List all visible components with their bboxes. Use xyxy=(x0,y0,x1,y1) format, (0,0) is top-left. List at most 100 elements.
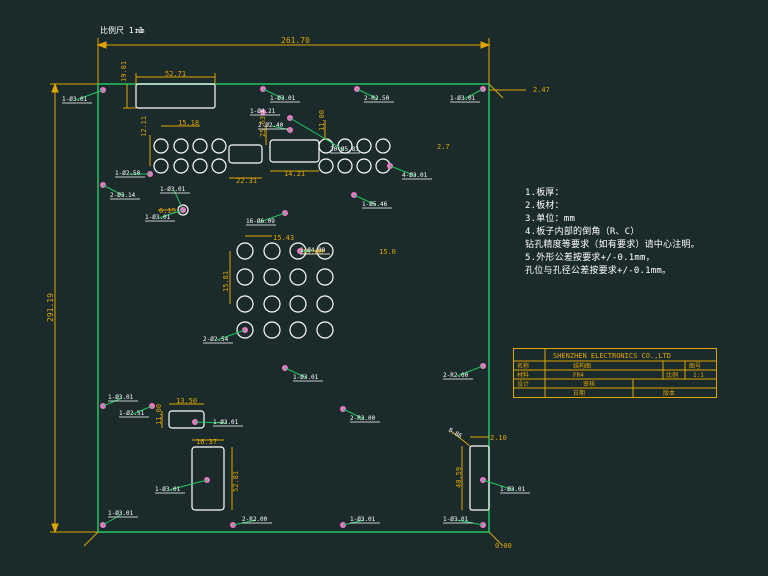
row-pitch-left-label: 15.18 xyxy=(178,119,199,127)
title-block-material-value: FR4 xyxy=(573,372,584,379)
title-block-drawing-no: 图号 xyxy=(689,363,701,370)
callout-leader xyxy=(158,209,184,219)
title-block-design: 设计 xyxy=(517,380,529,388)
oval-slot-left[interactable] xyxy=(228,144,263,164)
corner-label-top-right: 2.47 xyxy=(533,86,550,94)
callout-leader xyxy=(389,165,417,177)
callout-label: 1-Ø3.01 xyxy=(145,214,171,221)
overall-height-label: 291.19 xyxy=(46,293,55,322)
note-line-4: 4.板子内部的倒角（R、C） xyxy=(525,227,640,237)
callout-label: 1-Ø3.01 xyxy=(350,516,376,523)
board-outline[interactable] xyxy=(97,83,490,533)
mid-oval-spacing-label: 25.63 xyxy=(259,116,267,137)
oval-slot-right[interactable] xyxy=(269,139,320,163)
bottom-right-dimensions xyxy=(450,430,489,510)
top-slot-width-label: 52.71 xyxy=(165,70,186,78)
callout-leader xyxy=(342,519,365,526)
callout-leader xyxy=(102,513,123,526)
bottom-large-width-label: 16.37 xyxy=(196,438,217,446)
callout-label: 1-Ø3.01 xyxy=(62,96,88,103)
corner-label-bottom-right: 0.00 xyxy=(495,542,512,550)
overall-height-dimension xyxy=(50,82,98,534)
bottom-right-small-label: 2.10 xyxy=(490,434,507,442)
note-line-1: 1.板厚： xyxy=(525,188,564,198)
top-slot-dimension xyxy=(123,73,216,109)
callout-label: 2-R2.00 xyxy=(443,372,469,379)
bottom-small-slot-label: 13.50 xyxy=(176,397,197,405)
title-block-scale-value: 1:1 xyxy=(693,372,704,379)
scale-label: 比例尺 1:1 xyxy=(100,25,143,35)
title-block-material-label: 材料 xyxy=(517,371,529,379)
callout-leader xyxy=(75,89,104,101)
title-block: SHENZHEN ELECTRONICS CO.,LTD 名称 结构图 图号 材… xyxy=(513,348,717,398)
note-line-3: 3.单位：mm xyxy=(525,214,576,224)
callout-label: 1-Ø3.01 xyxy=(155,486,181,493)
callout-label: 2-R3.00 xyxy=(350,415,376,422)
callout-label: 1-Ø3.01 xyxy=(293,374,319,381)
bottom-right-slot-h-label: 40.59 xyxy=(455,467,463,488)
callout-leader xyxy=(132,405,153,415)
note-line-5: 钻孔精度等要求（如有要求）请中心注明。 xyxy=(525,240,700,250)
bottom-small-slot-h-label: 11.00 xyxy=(155,404,163,425)
note-line-2: 2.板材： xyxy=(525,201,564,211)
callout-label: 1-Ø3.01 xyxy=(160,186,186,193)
callout-leader xyxy=(284,367,308,379)
callout-leader xyxy=(356,88,379,100)
callout-label: 1-Ø3.01 xyxy=(108,510,134,517)
callout-leader xyxy=(194,421,228,424)
title-block-date: 日期 xyxy=(573,389,585,397)
bottom-right-slot[interactable] xyxy=(469,445,490,511)
bottom-large-slot[interactable] xyxy=(191,446,225,511)
bottom-small-slot[interactable] xyxy=(168,410,205,429)
callout-leader xyxy=(463,88,484,100)
top-slot[interactable] xyxy=(135,83,216,109)
callout-label: 1-Ø2.51 xyxy=(119,410,145,417)
callout-leader xyxy=(232,519,257,526)
callout-leader xyxy=(342,408,365,420)
title-block-company: SHENZHEN ELECTRONICS CO.,LTD xyxy=(553,352,671,360)
upper-hole-dimensions xyxy=(149,120,326,179)
left-hole[interactable] xyxy=(177,204,189,216)
overall-width-label: 261.70 xyxy=(281,36,310,45)
title-block-review: 审核 xyxy=(583,380,595,388)
callout-leader xyxy=(102,397,123,407)
callout-label: 1-Ø3.01 xyxy=(443,516,469,523)
callout-label: 1-Ø4.00 xyxy=(300,247,326,254)
callout-leader xyxy=(456,519,484,526)
title-block-name-value: 结构图 xyxy=(573,362,591,370)
callout-leader xyxy=(353,194,377,206)
callout-label: 2-Ø2.54 xyxy=(203,336,229,343)
grid-row-pitch-label: 15.81 xyxy=(222,271,230,292)
grid-pitch-v-label: 19.80 xyxy=(302,248,323,256)
callout-leader xyxy=(262,88,285,100)
hole-row-upper-left-a xyxy=(153,138,227,174)
callout-label: 1-Ø3.01 xyxy=(500,486,526,493)
callout-label: 20-Ø5.83 xyxy=(330,146,359,153)
title-block-version: 版本 xyxy=(663,389,675,397)
oval-height-label: 14.21 xyxy=(284,170,305,178)
note-line-6: 5.外形公差按要求+/-0.1mm， xyxy=(525,253,655,263)
title-block-scale-label: 比例 xyxy=(666,371,678,379)
callout-leader xyxy=(456,365,484,377)
oval-spacing-right-label: 11.00 xyxy=(318,110,326,131)
callout-label: 1-Ø4.21 xyxy=(250,108,276,115)
overall-width-dimension xyxy=(96,38,491,85)
note-line-7: 孔位与孔径公差按要求+/-0.1mm。 xyxy=(525,266,672,276)
unit-label: mm xyxy=(136,27,144,35)
grid-pitch-h-label: 15.43 xyxy=(273,234,294,242)
callout-leader xyxy=(259,212,286,223)
bottom-large-height-label: 52.81 xyxy=(232,471,240,492)
title-block-name-label: 名称 xyxy=(517,362,529,370)
callout-label: 1-Ø5.46 xyxy=(362,201,388,208)
bottom-left-dimensions xyxy=(161,403,233,510)
callout-leader xyxy=(482,479,515,491)
callout-leader xyxy=(289,117,345,151)
callout-leader xyxy=(168,479,208,491)
oval-width-label: 22.31 xyxy=(236,177,257,185)
callout-label: 1-Ø3.01 xyxy=(270,95,296,102)
corner-markers xyxy=(83,83,526,547)
